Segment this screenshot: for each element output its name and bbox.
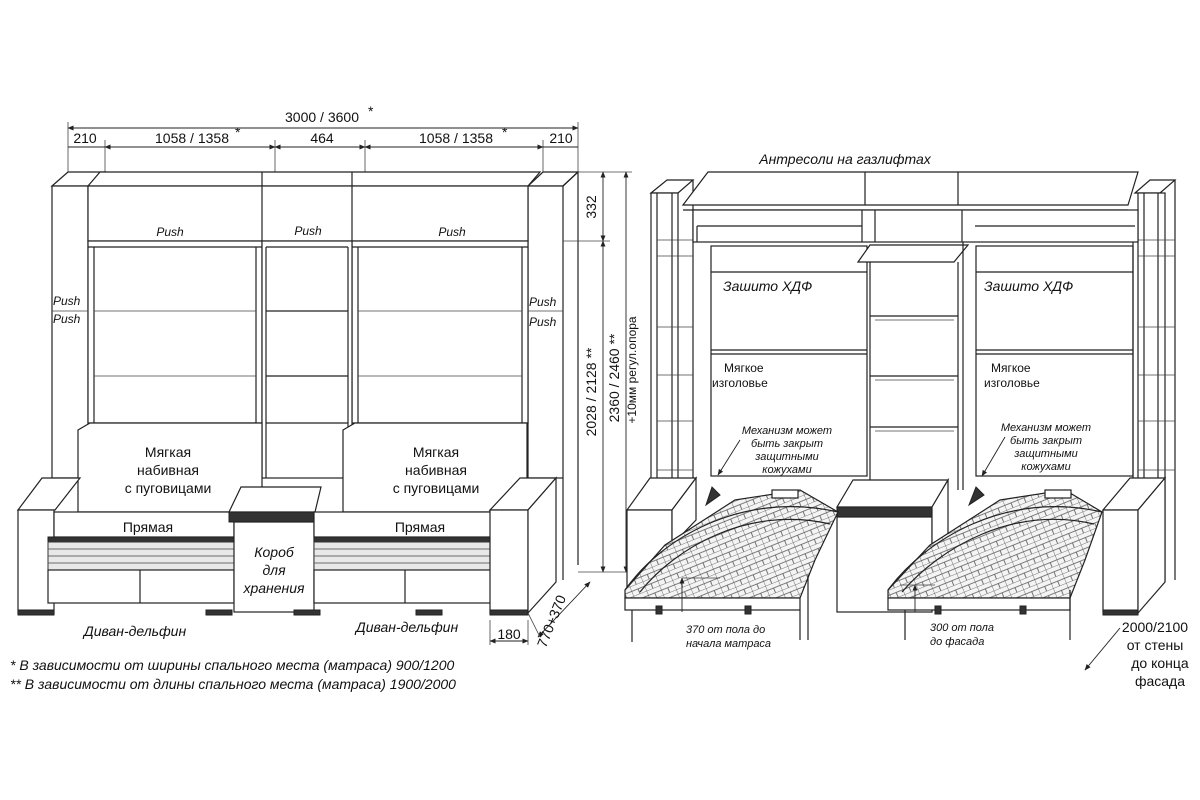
open-bed-left bbox=[624, 486, 839, 642]
dim-bed-right-label: 1058 / 1358 bbox=[419, 130, 493, 146]
dim-height-total-label: 2360 / 2460 ** bbox=[606, 333, 622, 422]
dimension-lines-right bbox=[489, 171, 632, 645]
storage-line-3: хранения bbox=[242, 580, 305, 596]
mech-right-line-3: защитными bbox=[1013, 448, 1078, 460]
open-view: Антресоли на газлифтах bbox=[624, 151, 1189, 689]
hdf-left-label: Зашито ХДФ bbox=[723, 278, 812, 294]
mech-left-line-3: защитными bbox=[754, 451, 819, 463]
soft-right-line-2: набивная bbox=[405, 462, 467, 478]
wall-line-1: 2000/2100 bbox=[1122, 619, 1188, 635]
mech-right-line-1: Механизм может bbox=[1001, 422, 1091, 434]
headboard-right-line-2: изголовье bbox=[984, 376, 1040, 390]
front-view: 3000 / 3600 * 210 1058 / 1358 * 464 1058… bbox=[16, 103, 639, 650]
soft-left-line-2: набивная bbox=[137, 462, 199, 478]
mech-left-line-2: быть закрыт bbox=[751, 438, 823, 450]
dim-height-note: +10мм регул.опора bbox=[625, 316, 639, 424]
dim-height-bed-label: 2028 / 2128 ** bbox=[583, 347, 599, 436]
push-label-top-mid: Push bbox=[294, 224, 322, 238]
wall-line-4: фасада bbox=[1135, 673, 1185, 689]
push-label-top-left: Push bbox=[156, 225, 184, 239]
headboard-left-line-1: Мягкое bbox=[724, 361, 764, 375]
footnote-2: ** В зависимости от длины спального мест… bbox=[10, 676, 456, 692]
dim-top-label: 332 bbox=[583, 195, 599, 219]
open-bed-right bbox=[887, 486, 1103, 640]
mech-left-line-4: кожухами bbox=[762, 464, 811, 476]
push-label-top-right: Push bbox=[438, 225, 466, 239]
sofa-left-label: Диван-дельфин bbox=[82, 623, 187, 639]
soft-back-right: Мягкая набивная с пуговицами bbox=[342, 422, 528, 513]
open-cabinet-carcass bbox=[649, 171, 1177, 582]
push-label-side-right-2: Push bbox=[529, 315, 557, 329]
wall-line-3: до конца bbox=[1131, 655, 1189, 671]
dim-middle-label: 464 bbox=[310, 130, 334, 146]
mech-note-left: Механизм может быть закрыт защитными кож… bbox=[717, 425, 832, 476]
mech-right-line-2: быть закрыт bbox=[1010, 435, 1082, 447]
headboard-left-line-2: изголовье bbox=[712, 376, 768, 390]
mezzanine-title: Антресоли на газлифтах bbox=[758, 151, 931, 167]
dim-bed-left-label: 1058 / 1358 bbox=[155, 130, 229, 146]
open-dimension-lines bbox=[679, 577, 1121, 671]
wall-line-2: от стены bbox=[1127, 637, 1184, 653]
dim-side-left-label: 210 bbox=[73, 130, 97, 146]
floor-right-line-2: до фасада bbox=[930, 636, 984, 648]
soft-right-line-1: Мягкая bbox=[413, 444, 459, 460]
straight-left-label: Прямая bbox=[123, 519, 173, 535]
dim-side-right-label: 210 bbox=[549, 130, 573, 146]
storage-line-2: для bbox=[262, 562, 286, 578]
soft-right-line-3: с пуговицами bbox=[393, 480, 480, 496]
dimension-lines-top bbox=[67, 122, 579, 182]
hdf-right-label: Зашито ХДФ bbox=[984, 278, 1073, 294]
soft-back-left: Мягкая набивная с пуговицами bbox=[77, 422, 263, 513]
push-label-side-left-2: Push bbox=[53, 312, 81, 326]
floor-right-line-1: 300 от пола bbox=[930, 622, 994, 634]
dim-total-star: * bbox=[368, 103, 374, 119]
dim-bed-right-star: * bbox=[502, 124, 508, 140]
mech-right-line-4: кожухами bbox=[1021, 461, 1070, 473]
dim-total-label: 3000 / 3600 bbox=[285, 109, 359, 125]
storage-box bbox=[228, 486, 322, 616]
soft-left-line-3: с пуговицами bbox=[125, 480, 212, 496]
sofa-left bbox=[16, 477, 235, 616]
push-label-side-right-1: Push bbox=[529, 295, 557, 309]
floor-left-line-1: 370 от пола до bbox=[686, 624, 765, 636]
dim-bed-left-star: * bbox=[235, 124, 241, 140]
mech-left-line-1: Механизм может bbox=[742, 425, 832, 437]
headboard-right-line-1: Мягкое bbox=[991, 361, 1031, 375]
push-label-side-left-1: Push bbox=[53, 294, 81, 308]
dim-base-label: 180 bbox=[497, 626, 521, 642]
straight-right-label: Прямая bbox=[395, 519, 445, 535]
sofa-right bbox=[313, 476, 558, 616]
soft-left-line-1: Мягкая bbox=[145, 444, 191, 460]
floor-left-line-2: начала матраса bbox=[686, 638, 771, 650]
sofa-right-label: Диван-дельфин bbox=[354, 619, 459, 635]
storage-line-1: Короб bbox=[254, 544, 295, 560]
mech-note-right: Механизм может быть закрыт защитными кож… bbox=[981, 422, 1091, 477]
footnote-1: * В зависимости от ширины спального мест… bbox=[10, 657, 454, 673]
